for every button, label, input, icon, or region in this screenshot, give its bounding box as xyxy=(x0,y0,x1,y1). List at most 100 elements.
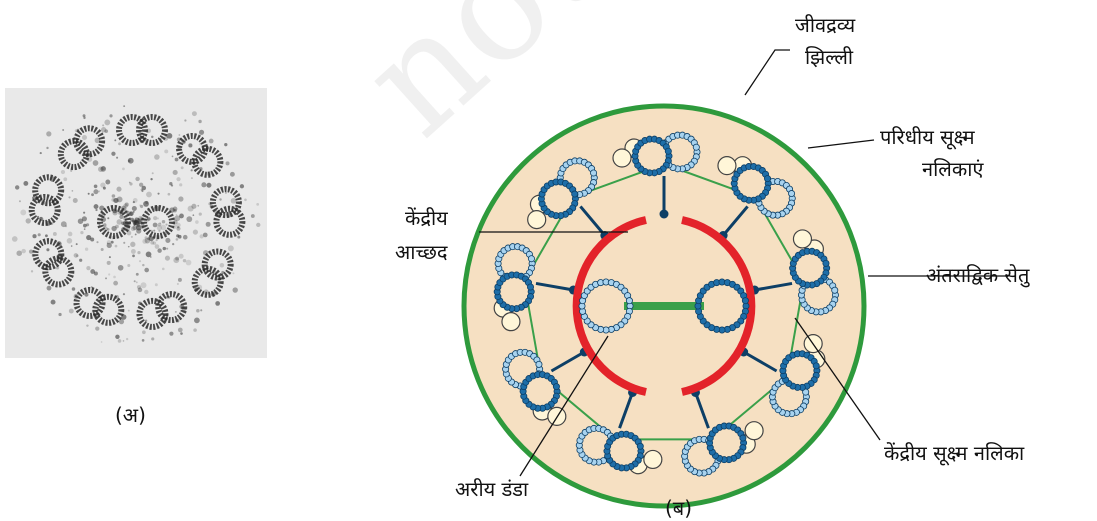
micrograph-speck xyxy=(63,177,68,182)
micrograph-speck xyxy=(173,208,177,213)
micrograph-speck xyxy=(153,205,160,212)
micrograph-speck xyxy=(127,263,131,267)
micrograph-speck xyxy=(111,194,116,198)
micrograph-speck xyxy=(32,234,37,239)
micrograph-speck xyxy=(154,283,158,287)
micrograph-ring xyxy=(136,114,168,146)
micrograph-speck xyxy=(31,253,36,258)
micrograph-speck xyxy=(140,204,144,209)
micrograph-speck xyxy=(115,224,119,229)
micrograph-speck xyxy=(138,215,143,221)
micrograph-speck xyxy=(198,212,202,216)
micrograph-speck xyxy=(81,158,84,162)
micrograph-speck xyxy=(93,271,98,276)
micrograph-speck xyxy=(200,309,203,312)
leader-central xyxy=(794,317,881,441)
micrograph-ring xyxy=(136,297,169,330)
micrograph-speck xyxy=(120,211,124,215)
micrograph-speck xyxy=(150,178,153,181)
micrograph-speck xyxy=(192,229,198,235)
micrograph-speck xyxy=(93,189,99,195)
micrograph-speck xyxy=(137,225,140,228)
micrograph-speck xyxy=(157,248,162,253)
micrograph-speck xyxy=(55,266,60,270)
micrograph-central-ring xyxy=(141,205,175,239)
micrograph-speck xyxy=(137,217,140,220)
a-tubule xyxy=(779,350,821,391)
micrograph-speck xyxy=(158,305,162,309)
micrograph-speck xyxy=(130,235,133,238)
micrograph-speck xyxy=(146,191,152,198)
micrograph-speck xyxy=(203,250,209,256)
micrograph-speck xyxy=(155,234,161,240)
micrograph-speck xyxy=(148,236,151,239)
micrograph-speck xyxy=(112,208,118,214)
micrograph-ring xyxy=(213,205,246,238)
micrograph-speck xyxy=(137,251,141,255)
micrograph-speck xyxy=(144,236,148,240)
micrograph-speck xyxy=(129,211,134,216)
micrograph-speck xyxy=(106,260,111,265)
micrograph-speck xyxy=(146,209,149,213)
micrograph-speck xyxy=(130,217,135,222)
micrograph-speck xyxy=(151,135,154,139)
micrograph-speck xyxy=(50,299,56,305)
micrograph-speck xyxy=(224,191,227,194)
micrograph-speck xyxy=(134,217,139,221)
central-microtubule-left xyxy=(578,278,634,334)
micrograph-speck xyxy=(177,226,180,229)
micrograph-speck xyxy=(86,156,93,162)
micrograph-speck xyxy=(121,228,124,232)
micrograph-rings xyxy=(11,105,261,343)
micrograph-speck xyxy=(120,212,124,216)
micrograph-speck xyxy=(102,124,105,127)
micrograph-speck xyxy=(109,114,113,118)
micrograph-speck xyxy=(106,242,112,249)
micrograph-speck xyxy=(208,202,212,206)
micrograph-speck xyxy=(137,219,143,225)
micrograph-speck xyxy=(136,315,139,318)
micrograph-speck xyxy=(159,222,162,224)
micrograph-speck xyxy=(205,146,210,150)
micrograph-speck xyxy=(118,319,125,325)
micrograph-speck xyxy=(159,232,163,236)
a-tubule xyxy=(603,430,645,472)
micrograph-speck xyxy=(224,143,228,147)
micrograph-speck xyxy=(215,301,221,306)
micrograph-speck xyxy=(104,129,109,134)
micrograph-speck xyxy=(136,285,142,290)
micrograph-speck xyxy=(113,280,119,286)
micrograph-speck xyxy=(46,146,49,150)
micrograph-speck xyxy=(84,247,89,251)
micrograph-speck xyxy=(164,149,169,154)
micrograph-speck xyxy=(141,189,144,193)
micrograph-speck xyxy=(135,176,140,182)
micrograph-speck xyxy=(175,318,180,323)
micrograph-speck xyxy=(219,198,222,201)
micrograph-speck xyxy=(176,226,181,231)
micrograph-speck xyxy=(177,277,182,282)
radial-spoke xyxy=(579,205,607,237)
micrograph-speck xyxy=(197,204,200,207)
micrograph-speck xyxy=(166,247,169,250)
micrograph-speck xyxy=(94,137,101,144)
micrograph-speck xyxy=(169,182,173,186)
micrograph-ring xyxy=(32,174,65,207)
micrograph-speck xyxy=(154,244,160,249)
micrograph-speck xyxy=(205,221,211,227)
micrograph-speck xyxy=(256,222,261,228)
micrograph-speck xyxy=(114,244,118,248)
micrograph-speck xyxy=(145,251,152,258)
micrograph-speck xyxy=(106,228,110,231)
micrograph-speck xyxy=(161,220,166,224)
micrograph-speck xyxy=(39,216,43,220)
micrograph-speck xyxy=(127,157,134,164)
micrograph-speck xyxy=(199,143,202,146)
micrograph-speck xyxy=(100,341,103,343)
micrograph-speck xyxy=(106,242,109,245)
micrograph-speck xyxy=(56,241,62,247)
micrograph-speck xyxy=(163,136,169,141)
micrograph-speck xyxy=(210,291,216,297)
micrograph-speck xyxy=(135,272,139,276)
micrograph-speck xyxy=(41,200,46,205)
